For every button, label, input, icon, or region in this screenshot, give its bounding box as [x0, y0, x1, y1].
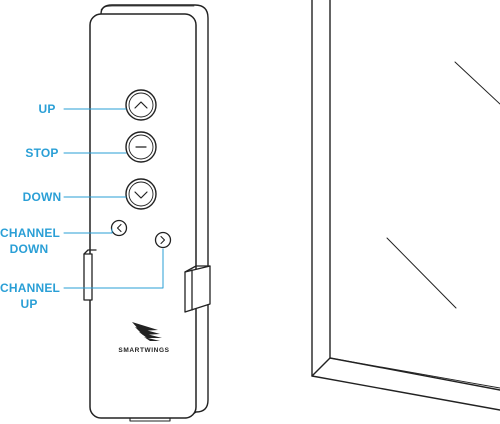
label-up: UP — [38, 102, 56, 116]
label-channel-up: CHANNEL UP — [0, 280, 61, 312]
chevron-up-icon — [134, 101, 148, 109]
window-frame — [311, 0, 500, 411]
label-stop: STOP — [25, 146, 59, 160]
channel-down-button[interactable] — [110, 219, 128, 237]
down-button[interactable] — [125, 178, 157, 210]
glass-reflections — [386, 61, 500, 309]
label-down: DOWN — [22, 190, 62, 204]
label-channel-down-line2: DOWN — [9, 242, 49, 256]
label-channel-down-line1: CHANNEL — [0, 226, 61, 240]
label-channel-up-line2: UP — [20, 297, 38, 311]
stop-button[interactable] — [125, 131, 157, 163]
channel-down-callout-line — [63, 228, 113, 234]
channel-up-button[interactable] — [154, 231, 172, 249]
remote-body — [89, 4, 209, 422]
label-channel-up-line1: CHANNEL — [0, 281, 61, 295]
chevron-left-icon — [116, 223, 122, 233]
smartwings-logo-icon — [132, 322, 162, 341]
label-channel-down: CHANNEL DOWN — [0, 225, 61, 257]
callout-lines — [63, 108, 164, 289]
brand-text: SMARTWINGS — [118, 347, 169, 354]
up-button[interactable] — [125, 89, 157, 121]
channel-up-callout-line — [63, 248, 164, 289]
chevron-down-icon — [134, 191, 148, 199]
chevron-right-icon — [160, 235, 166, 245]
